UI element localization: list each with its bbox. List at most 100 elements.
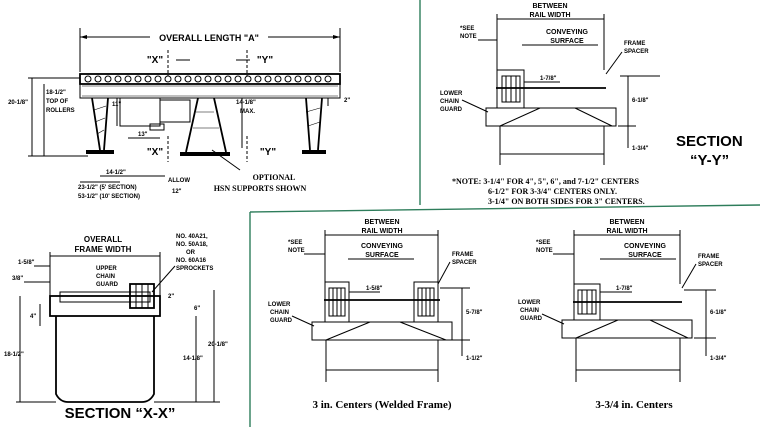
xx-no-40a21: NO. 40A21, — [176, 234, 208, 240]
overall-length-label: OVERALL LENGTH "A" — [159, 33, 259, 43]
section-y-y: BETWEEN RAIL WIDTH *SEE NOTE CONVEYING S… — [440, 3, 743, 169]
panel-dividers — [249, 0, 760, 427]
s3-between: BETWEEN — [365, 219, 400, 226]
optional-label: OPTIONAL — [253, 173, 296, 182]
dim-12: 12" — [172, 189, 182, 195]
s3-conveying: CONVEYING — [361, 243, 404, 250]
s334-1-3-4: 1-3/4" — [710, 356, 727, 362]
xx-title: SECTION “X-X” — [65, 405, 176, 422]
s3-note: NOTE — [288, 248, 305, 254]
yy-surface: SURFACE — [550, 38, 584, 45]
dim-18-1-2-top: 18-1/2" — [46, 90, 66, 96]
s3-5-7-8: 5-7/8" — [466, 310, 483, 316]
yy-1-7-8: 1-7/8" — [540, 76, 557, 82]
xx-upper: UPPER — [96, 266, 117, 272]
dim-rollers: ROLLERS — [46, 108, 75, 114]
xx-overall: OVERALL — [84, 235, 122, 244]
section-334in-centers: BETWEEN RAIL WIDTH *SEE NOTE CONVEYING S… — [518, 219, 727, 411]
s3-lower: LOWER — [268, 302, 291, 308]
xx-3-8: 3/8" — [12, 276, 23, 282]
dim-20-1-8-side: 20-1/8" — [8, 100, 28, 106]
yy-chain: CHAIN — [440, 99, 459, 105]
section-3in-centers: BETWEEN RAIL WIDTH *SEE NOTE CONVEYING S… — [268, 219, 483, 411]
s334-note: NOTE — [536, 248, 553, 254]
dim-13: 13" — [138, 132, 148, 138]
yy-6-1-8: 6-1/8" — [632, 98, 649, 104]
xx-or: OR — [186, 250, 196, 256]
xx-no-50a18: NO. 50A18, — [176, 242, 208, 248]
xx-1-5-8: 1-5/8" — [18, 260, 35, 266]
centers-note: *NOTE: 3-1/4" FOR 4", 5", 6", and 7-1/2"… — [452, 177, 645, 206]
xx-frame-width: FRAME WIDTH — [75, 245, 132, 254]
xx-chain: CHAIN — [96, 274, 115, 280]
s3-rail-width: RAIL WIDTH — [361, 228, 402, 235]
section-y-marker-bottom: "Y" — [260, 147, 276, 158]
s334-between: BETWEEN — [610, 219, 645, 226]
xx-sprockets: SPROCKETS — [176, 266, 213, 272]
hsn-supports-label: HSN SUPPORTS SHOWN — [214, 184, 307, 193]
xx-no-60a16: NO. 60A16 — [176, 258, 207, 264]
note-line-1: *NOTE: 3-1/4" FOR 4", 5", 6", and 7-1/2"… — [452, 177, 639, 186]
yy-title-section: SECTION — [676, 133, 743, 150]
s3-1-5-8: 1-5/8" — [366, 286, 383, 292]
mid-support — [180, 97, 230, 156]
dim-23-1-2: 23-1/2" (5' SECTION) — [78, 185, 137, 191]
left-support — [86, 97, 114, 154]
dim-top-of: TOP OF — [46, 99, 68, 105]
s334-lower: LOWER — [518, 300, 541, 306]
s334-chain: CHAIN — [520, 308, 539, 314]
note-line-3: 3-1/4" ON BOTH SIDES FOR 3" CENTERS. — [488, 197, 645, 206]
s3-frame: FRAME — [452, 252, 473, 258]
s334-frame: FRAME — [698, 254, 719, 260]
right-support — [302, 97, 326, 154]
xx-6: 6" — [194, 306, 200, 312]
s334-spacer: SPACER — [698, 262, 723, 268]
section-x-marker-bottom: "X" — [147, 147, 163, 158]
yy-conveying: CONVEYING — [546, 29, 589, 36]
s3-surface: SURFACE — [365, 252, 399, 259]
s334-guard: GUARD — [520, 316, 543, 322]
section-x-x: OVERALL FRAME WIDTH 1-5/8" 3/8" UPPER CH… — [4, 234, 228, 422]
xx-guard: GUARD — [96, 282, 119, 288]
dim-2-side: 2" — [344, 98, 350, 104]
dim-53-1-2: 53-1/2" (10' SECTION) — [78, 194, 140, 200]
s334-caption: 3-3/4 in. Centers — [595, 399, 673, 411]
xx-4: 4" — [30, 314, 36, 320]
section-y-marker-top: "Y" — [257, 55, 273, 66]
s3-guard: GUARD — [270, 318, 293, 324]
s334-conveying: CONVEYING — [624, 243, 667, 250]
yy-rail-width: RAIL WIDTH — [529, 12, 570, 19]
yy-guard: GUARD — [440, 107, 463, 113]
xx-18-1-2: 18-1/2" — [4, 352, 24, 358]
dim-allow: ALLOW — [168, 178, 190, 184]
note-line-2: 6-1/2" FOR 3-3/4" CENTERS ONLY. — [488, 187, 617, 196]
xx-14-1-8: 14-1/8" — [183, 356, 203, 362]
s334-6-1-8: 6-1/8" — [710, 310, 727, 316]
dim-max: MAX. — [240, 109, 255, 115]
s334-surface: SURFACE — [628, 252, 662, 259]
s3-chain: CHAIN — [270, 310, 289, 316]
yy-note: NOTE — [460, 34, 477, 40]
xx-20-1-8: 20-1/8" — [208, 342, 228, 348]
yy-title-name: “Y-Y” — [690, 152, 729, 169]
s3-1-1-2: 1-1/2" — [466, 356, 483, 362]
yy-frame: FRAME — [624, 41, 645, 47]
s334-1-7-8: 1-7/8" — [616, 286, 633, 292]
s334-see: *SEE — [536, 240, 550, 246]
side-view: OVERALL LENGTH "A" "X" "Y" — [8, 28, 350, 200]
roller-row — [84, 75, 332, 83]
yy-see: *SEE — [460, 26, 474, 32]
xx-2: 2" — [168, 294, 174, 300]
dim-14-1-8-max: 14-1/8" — [236, 100, 256, 106]
s3-see: *SEE — [288, 240, 302, 246]
yy-between: BETWEEN — [533, 3, 568, 10]
s334-rail-width: RAIL WIDTH — [606, 228, 647, 235]
yy-lower: LOWER — [440, 91, 463, 97]
section-x-marker-top: "X" — [147, 55, 163, 66]
yy-1-3-4: 1-3/4" — [632, 146, 649, 152]
s3-spacer: SPACER — [452, 260, 477, 266]
s3-caption: 3 in. Centers (Welded Frame) — [313, 399, 452, 411]
dim-14-1-2: 14-1/2" — [106, 170, 126, 176]
yy-spacer: SPACER — [624, 49, 649, 55]
